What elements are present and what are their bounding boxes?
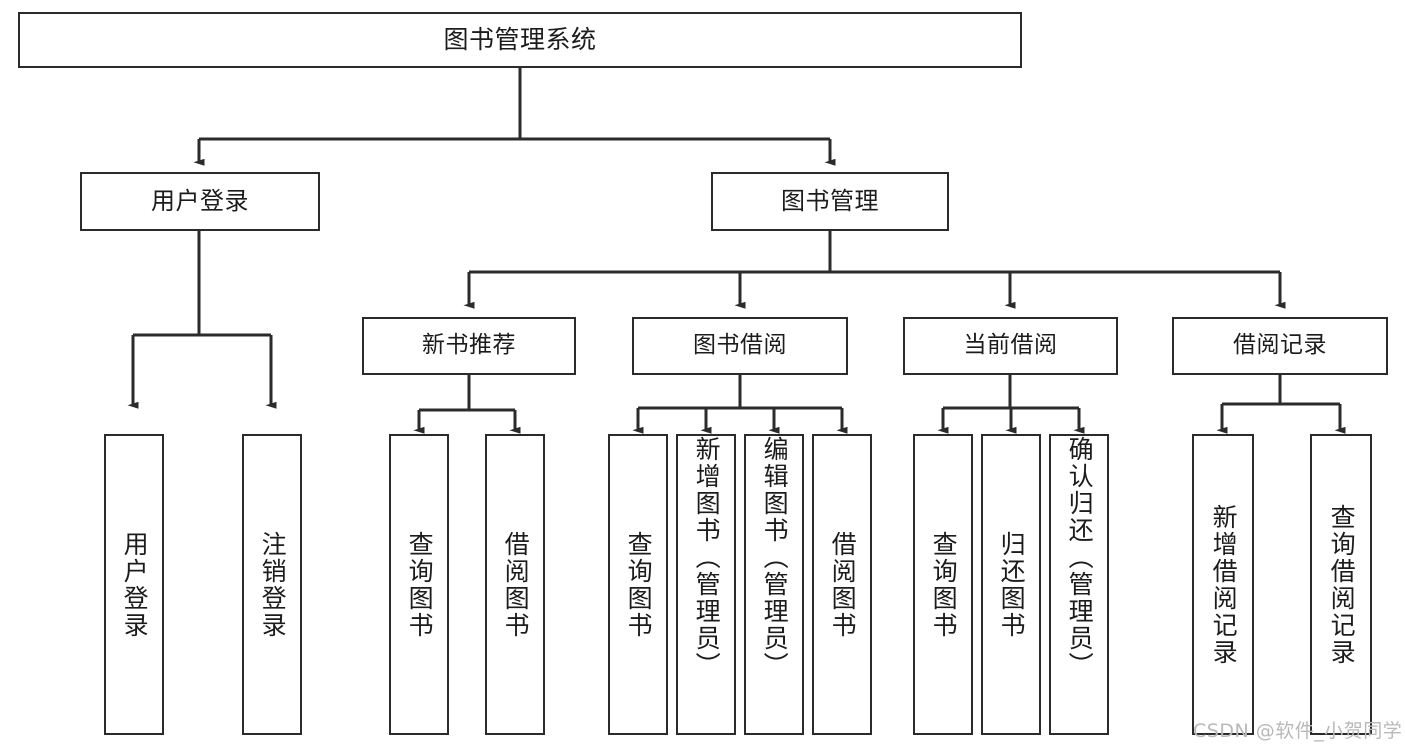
- node-current-borrow[interactable]: 当前借阅: [903, 317, 1118, 375]
- leaf-user-login-logout[interactable]: 注销登录: [242, 434, 302, 735]
- node-borrow-record-label: 借阅记录: [1233, 332, 1327, 359]
- leaf-user-login-login[interactable]: 用户登录: [104, 434, 164, 735]
- watermark-text: CSDN @软件_小贺同学: [1193, 720, 1403, 742]
- leaf-current-borrow-confirm-return-admin[interactable]: 确认归还（管理员）: [1049, 434, 1109, 735]
- leaf-label: 查询借阅记录: [1327, 503, 1357, 666]
- node-current-borrow-label: 当前借阅: [963, 332, 1058, 359]
- node-book-borrow-label: 图书借阅: [693, 332, 787, 359]
- leaf-new-book-borrow-book[interactable]: 借阅图书: [485, 434, 545, 735]
- node-borrow-record[interactable]: 借阅记录: [1172, 317, 1388, 375]
- leaf-current-borrow-query-book[interactable]: 查询图书: [913, 434, 973, 735]
- leaf-label: 确认归还（管理员）: [1065, 436, 1095, 679]
- leaf-label: 编辑图书（管理员）: [760, 436, 790, 679]
- leaf-label: 用户登录: [120, 530, 150, 639]
- leaf-book-borrow-borrow-book[interactable]: 借阅图书: [812, 434, 872, 735]
- leaf-borrow-record-add-record[interactable]: 新增借阅记录: [1192, 434, 1254, 735]
- node-book-management[interactable]: 图书管理: [711, 172, 949, 231]
- leaf-label: 归还图书: [997, 530, 1027, 639]
- leaf-label: 新增图书（管理员）: [692, 436, 722, 679]
- leaf-label: 注销登录: [258, 530, 288, 639]
- node-root-label: 图书管理系统: [443, 25, 597, 55]
- leaf-label: 借阅图书: [501, 530, 531, 639]
- node-new-book-recommend-label: 新书推荐: [422, 332, 516, 359]
- leaf-borrow-record-query-record[interactable]: 查询借阅记录: [1310, 434, 1372, 735]
- node-user-login-label: 用户登录: [151, 187, 249, 216]
- node-root[interactable]: 图书管理系统: [18, 12, 1022, 68]
- leaf-book-borrow-query-book[interactable]: 查询图书: [608, 434, 668, 735]
- leaf-label: 查询图书: [405, 530, 435, 639]
- leaf-book-borrow-add-book-admin[interactable]: 新增图书（管理员）: [676, 434, 736, 735]
- leaf-label: 查询图书: [929, 530, 959, 639]
- node-user-login[interactable]: 用户登录: [80, 172, 320, 231]
- node-book-management-label: 图书管理: [781, 187, 879, 216]
- leaf-book-borrow-edit-book-admin[interactable]: 编辑图书（管理员）: [744, 434, 804, 735]
- leaf-current-borrow-return-book[interactable]: 归还图书: [981, 434, 1041, 735]
- leaf-new-book-query-book[interactable]: 查询图书: [389, 434, 449, 735]
- leaf-label: 查询图书: [624, 530, 654, 639]
- node-new-book-recommend[interactable]: 新书推荐: [362, 317, 576, 375]
- leaf-label: 新增借阅记录: [1209, 503, 1239, 666]
- node-book-borrow[interactable]: 图书借阅: [632, 317, 848, 375]
- leaf-label: 借阅图书: [828, 530, 858, 639]
